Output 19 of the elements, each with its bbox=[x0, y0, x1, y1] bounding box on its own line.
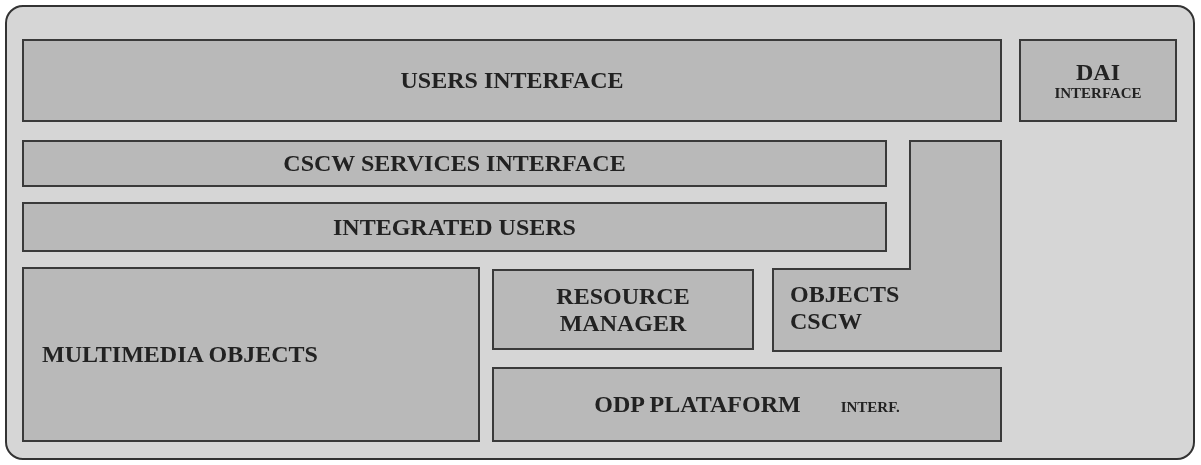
layer-label: OBJECTS CSCW bbox=[790, 281, 901, 334]
layer-box bbox=[22, 202, 887, 252]
layer-label: DAI bbox=[1076, 58, 1120, 86]
layer-sublabel: INTERFACE bbox=[1054, 85, 1142, 103]
outer-frame bbox=[5, 5, 1195, 460]
layer-label: CSCW SERVICES INTERFACE bbox=[283, 150, 626, 177]
layer-box bbox=[22, 39, 1002, 122]
layer-box bbox=[1019, 39, 1177, 122]
layer-label: RESOURCE MANAGER bbox=[555, 283, 691, 336]
layer-label: USERS INTERFACE bbox=[400, 67, 624, 94]
layer-box bbox=[22, 267, 480, 442]
layer-label: ODP PLATAFORM bbox=[594, 391, 801, 418]
layer-label: INTEGRATED USERS bbox=[333, 213, 576, 241]
layer-sublabel: INTERF. bbox=[840, 399, 900, 416]
layer-box bbox=[22, 140, 887, 187]
l-shaped-layer bbox=[772, 140, 1002, 352]
layer-label: MULTIMEDIA OBJECTS bbox=[42, 341, 318, 368]
layer-box bbox=[492, 269, 754, 350]
layer-box bbox=[492, 367, 1002, 442]
